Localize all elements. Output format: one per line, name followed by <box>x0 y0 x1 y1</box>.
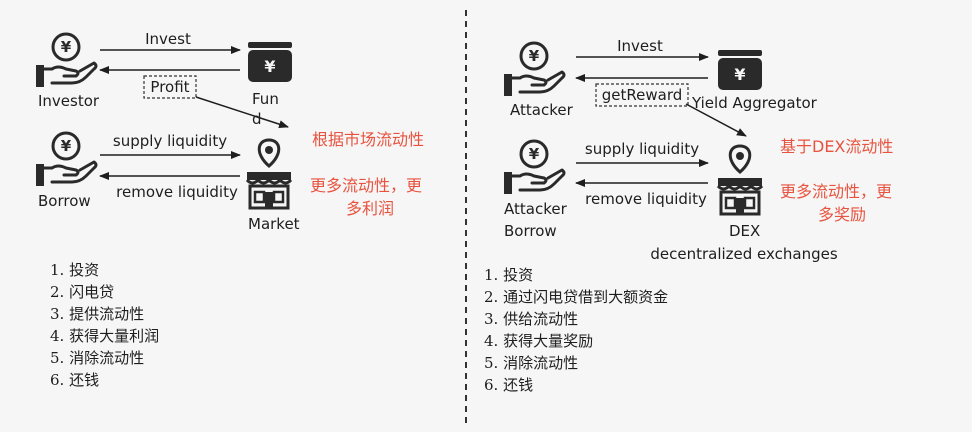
profit-box <box>143 75 197 99</box>
right-step: 4. 获得大量奖励 <box>484 332 593 350</box>
right-steps-list: 1. 投资 2. 通过闪电贷借到大额资金 3. 供给流动性 4. 获得大量奖励 … <box>484 266 668 394</box>
borrow-label: Borrow <box>38 192 91 210</box>
remove-label: remove liquidity <box>585 190 707 208</box>
invest-label: Invest <box>617 37 663 55</box>
left-step: 4. 获得大量利润 <box>50 327 159 345</box>
attacker-label: Attacker <box>510 101 574 119</box>
left-note-1: 根据市场流动性 <box>312 130 424 149</box>
right-note-2-line2: 多奖励 <box>818 205 866 224</box>
svg-text:¥: ¥ <box>734 65 745 84</box>
get-reward-box <box>595 83 689 107</box>
right-step: 5. 消除流动性 <box>484 354 578 372</box>
yield-bag-icon: ¥ <box>718 50 762 90</box>
right-step: 3. 供给流动性 <box>484 310 578 328</box>
dex-full-label: decentralized exchanges <box>650 245 837 263</box>
right-note-2-line1: 更多流动性，更 <box>780 182 892 201</box>
supply-label: supply liquidity <box>585 140 699 158</box>
right-note-1: 基于DEX流动性 <box>780 137 893 156</box>
left-note-2-line2: 多利润 <box>346 199 394 218</box>
svg-text:¥: ¥ <box>529 145 540 163</box>
supply-label: supply liquidity <box>113 132 227 150</box>
investor-label: Investor <box>38 92 100 110</box>
left-step: 5. 消除流动性 <box>50 349 144 367</box>
svg-text:¥: ¥ <box>61 38 72 56</box>
get-reward-label: getReward <box>602 86 683 104</box>
attacker-borrow-icon: ¥ <box>502 139 566 196</box>
fund-label-line1: Fun <box>252 90 279 108</box>
left-step: 2. 闪电贷 <box>50 283 114 301</box>
profit-to-market-arrow <box>195 96 289 129</box>
svg-text:¥: ¥ <box>264 57 275 76</box>
fund-label-line2: d <box>252 110 262 128</box>
yield-aggregator-label: Yield Aggregator <box>691 94 818 112</box>
left-step: 1. 投资 <box>50 261 99 279</box>
attacker-icon: ¥ <box>502 41 566 98</box>
right-step: 6. 还钱 <box>484 376 533 394</box>
left-steps-list: 1. 投资 2. 闪电贷 3. 提供流动性 4. 获得大量利润 5. 消除流动性… <box>50 261 159 389</box>
left-step: 3. 提供流动性 <box>50 305 144 323</box>
svg-text:¥: ¥ <box>529 47 540 65</box>
svg-text:¥: ¥ <box>61 137 72 155</box>
market-store-icon <box>245 138 293 210</box>
reward-to-dex-arrow <box>685 103 747 137</box>
attacker-borrow-label-line2: Borrow <box>504 222 557 240</box>
attacker-borrow-label-line1: Attacker <box>504 200 568 218</box>
invest-label: Invest <box>145 30 191 48</box>
dex-store-icon <box>716 144 764 216</box>
borrow-icon: ¥ <box>34 131 98 188</box>
left-note-2-line1: 更多流动性，更 <box>310 176 422 195</box>
remove-label: remove liquidity <box>116 183 238 201</box>
dex-label: DEX <box>729 222 760 240</box>
investor-icon: ¥ <box>34 32 98 89</box>
right-step: 1. 投资 <box>484 266 533 284</box>
profit-label: Profit <box>150 78 189 96</box>
market-label: Market <box>248 215 300 233</box>
fund-bag-icon: ¥ <box>248 42 292 82</box>
left-step: 6. 还钱 <box>50 371 99 389</box>
right-step: 2. 通过闪电贷借到大额资金 <box>484 288 668 306</box>
